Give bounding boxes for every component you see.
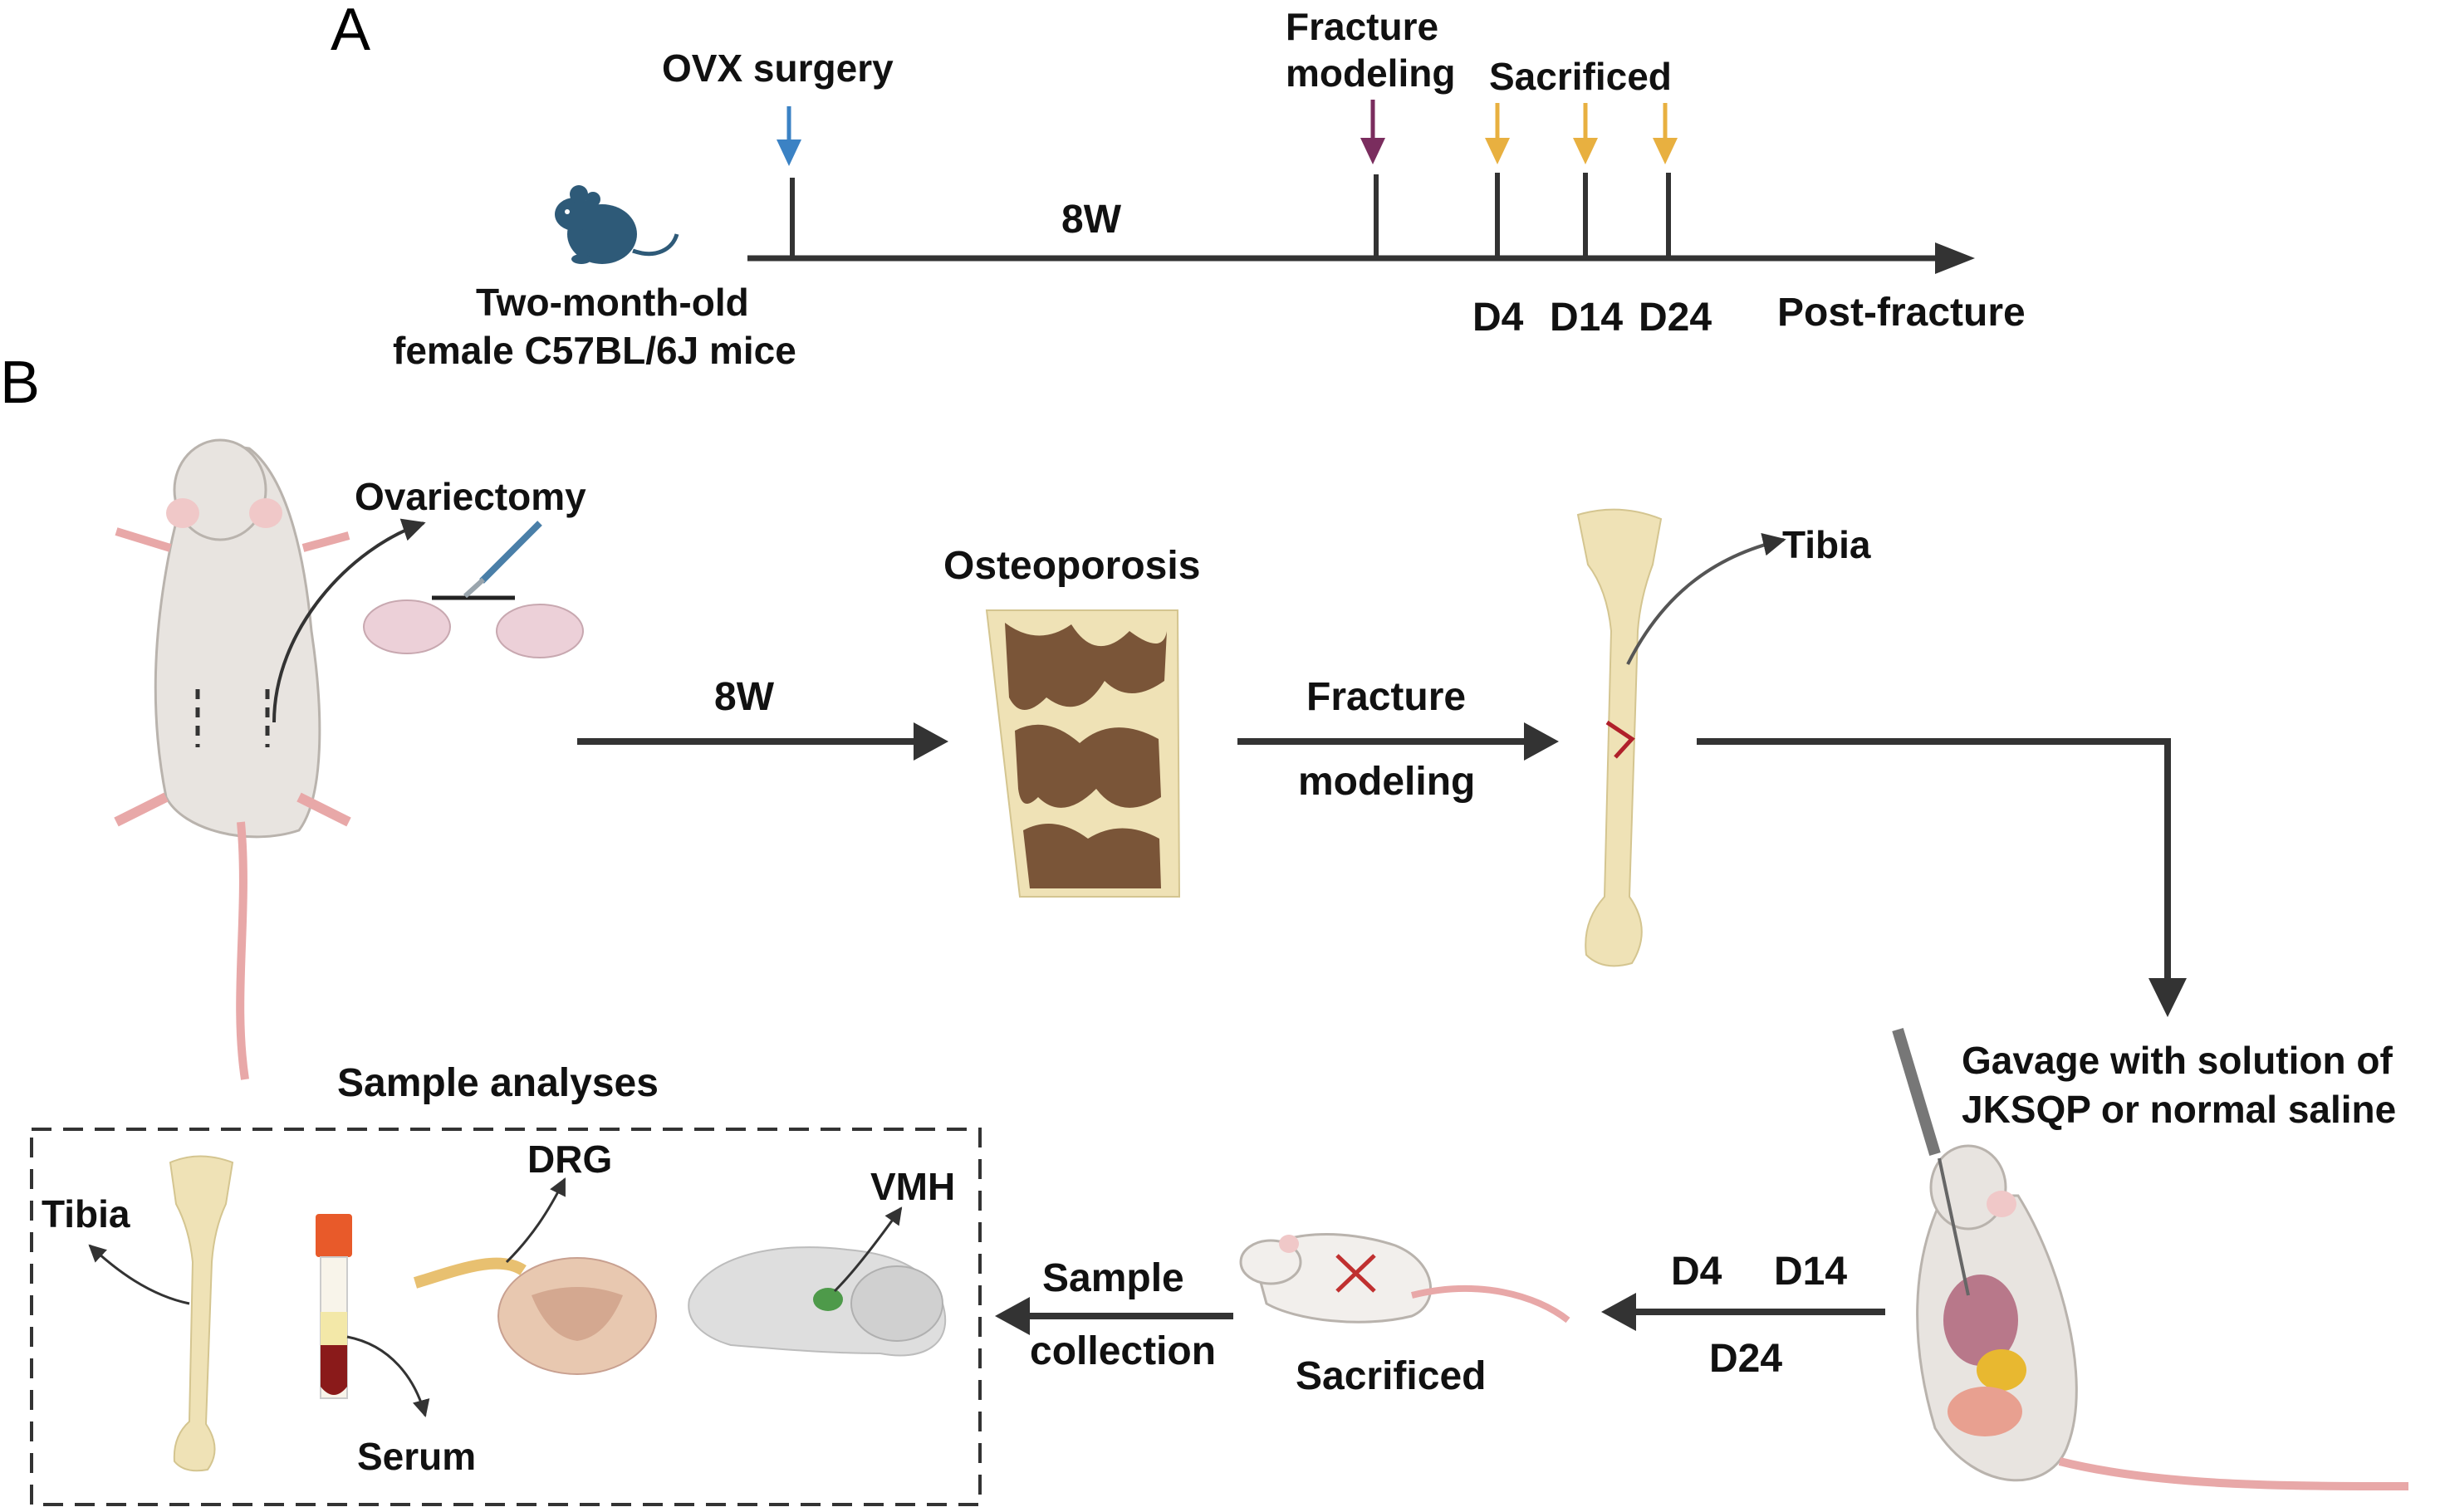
sample-collection-label-line1: Sample [1042, 1256, 1184, 1300]
b-duration-8w-label: 8W [714, 675, 775, 719]
b-d4-label: D4 [1671, 1250, 1722, 1294]
flow-arrow-elbow-head [2148, 978, 2187, 1017]
d14-label: D14 [1550, 296, 1623, 340]
drg-pointer-arrow [505, 1177, 566, 1264]
sample-collection-label-line2: collection [1030, 1329, 1216, 1373]
sacrificed-rat-illustration [1239, 1232, 1570, 1324]
b-sacrificed-label: Sacrificed [1296, 1354, 1486, 1398]
d14-sacrifice-arrow-icon [1573, 103, 1598, 164]
scalpel-icon [463, 521, 542, 599]
gavage-label-line1: Gavage with solution of [1962, 1039, 2393, 1082]
osteoporosis-label: Osteoporosis [943, 544, 1200, 588]
gavage-rat-illustration [1916, 1144, 2409, 1490]
sample-analyses-label: Sample analyses [337, 1061, 659, 1105]
rat-illustration [114, 438, 351, 1080]
drg-label: DRG [527, 1138, 612, 1181]
analysis-tibia-pointer-arrow [88, 1244, 190, 1305]
duration-8w-label: 8W [1061, 198, 1122, 242]
ovary-icon [363, 595, 584, 658]
analysis-tibia-icon [169, 1155, 234, 1472]
flow-arrow-sample-head [995, 1297, 1030, 1335]
drg-spinal-cord-icon [413, 1257, 657, 1375]
fracture-modeling-label-line2: modeling [1298, 760, 1475, 804]
ovariectomy-label: Ovariectomy [355, 475, 586, 518]
serum-label: Serum [357, 1435, 476, 1478]
osteoporosis-bone-icon [985, 609, 1181, 898]
flow-arrow-elbow [1697, 738, 2171, 992]
d24-sacrifice-arrow-icon [1653, 103, 1678, 164]
gavage-label-line2: JKSQP or normal saline [1962, 1088, 2396, 1131]
serum-pointer-arrow [346, 1335, 430, 1418]
fracture-modeling-label-line1: Fracture [1306, 675, 1466, 719]
mouse-icon [555, 185, 679, 264]
blood-tube-icon [316, 1214, 352, 1399]
fracture-label-line2: modeling [1286, 51, 1455, 95]
d24-label: D24 [1639, 296, 1712, 340]
fracture-arrow-icon [1360, 100, 1385, 164]
flow-arrow-days-head [1601, 1293, 1636, 1331]
analysis-tibia-label: Tibia [42, 1192, 130, 1236]
ovx-arrow-icon [777, 106, 801, 166]
b-d14-label: D14 [1774, 1250, 1847, 1294]
mice-label-line1: Two-month-old [476, 281, 749, 324]
tibia-pointer-arrow [1626, 532, 1786, 665]
sample-analyses-box [30, 1128, 982, 1506]
gavage-syringe-icon [1892, 1027, 1970, 1296]
post-fracture-label: Post-fracture [1777, 291, 2026, 335]
d4-sacrifice-arrow-icon [1485, 103, 1510, 164]
mice-label-line2: female C57BL/6J mice [393, 329, 796, 372]
sacrificed-label: Sacrificed [1489, 55, 1672, 98]
brain-icon [688, 1246, 947, 1357]
tibia-bone-icon [1576, 508, 1663, 967]
timeline-arrowhead [1935, 242, 1975, 274]
vmh-label: VMH [870, 1165, 955, 1208]
panel-b-label: B [0, 350, 40, 416]
vmh-pointer-arrow [833, 1206, 903, 1293]
tibia-label: Tibia [1782, 523, 1871, 566]
cross-mark-icon [1335, 1254, 1376, 1293]
fracture-label-line1: Fracture [1286, 5, 1438, 48]
b-d24-label: D24 [1709, 1337, 1782, 1381]
panel-a-label: A [331, 0, 370, 63]
ovx-surgery-label: OVX surgery [662, 46, 894, 90]
flow-arrow-fracture-head [1524, 722, 1559, 761]
ovariectomy-pointer-arrow [272, 518, 426, 723]
flow-arrow-8w-head [914, 722, 948, 761]
d4-label: D4 [1472, 296, 1524, 340]
